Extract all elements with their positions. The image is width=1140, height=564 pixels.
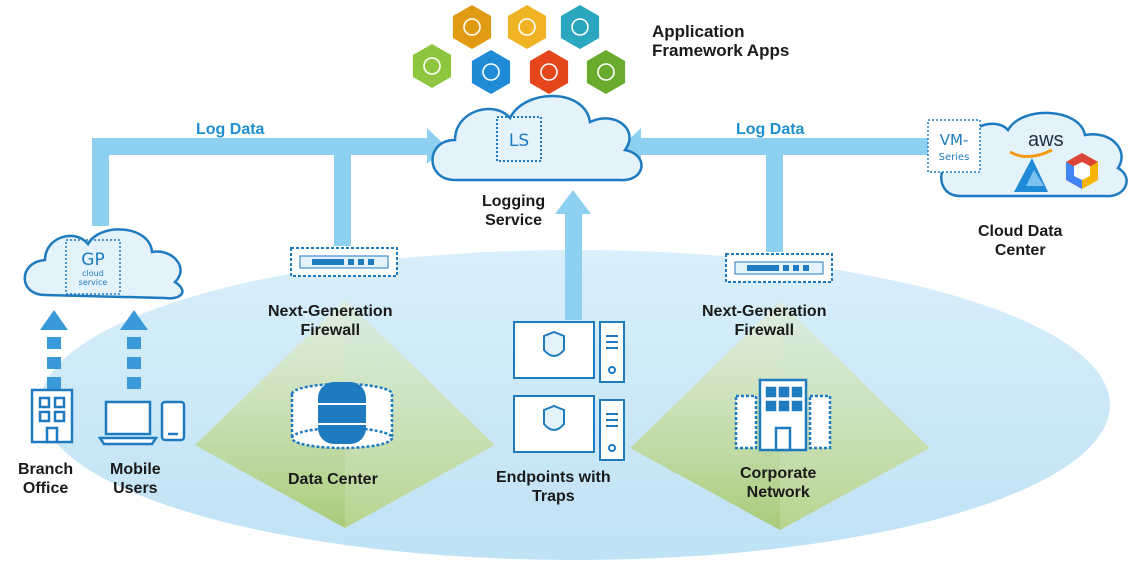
cloud-data-center-label: Cloud Data Center <box>978 222 1062 260</box>
cloud-data-center-line2: Center <box>994 242 1046 259</box>
laptop-icon <box>97 400 159 446</box>
globe-icon <box>507 5 547 49</box>
data-center-pyramid <box>195 300 495 528</box>
app-framework-title-line1: Application <box>652 22 745 41</box>
app-icons <box>412 5 626 94</box>
left-log-bar <box>92 138 427 155</box>
vm-series-text1: VM- <box>940 131 969 149</box>
gp-badge-text: GP <box>81 250 104 270</box>
network-nodes-icon-glyph <box>423 57 441 75</box>
right-firewall-icon <box>725 253 833 283</box>
endpoints-arrowhead <box>555 190 591 214</box>
orbit-icon <box>452 5 492 49</box>
log-data-left-label: Log Data <box>196 121 265 138</box>
google-cloud-icon <box>1066 153 1098 189</box>
mobile-users-line1: Mobile <box>110 461 161 478</box>
vm-series-frame <box>927 119 981 173</box>
corporate-network-line2: Network <box>746 484 810 501</box>
endpoint-computer-icon-top <box>513 321 625 383</box>
analytics-icon-glyph <box>482 63 500 81</box>
endpoints-line1: Endpoints with <box>496 469 611 486</box>
left-firewall-riser <box>334 146 351 246</box>
branch-office-label: Branch Office <box>18 460 73 498</box>
corporate-network-label: Corporate Network <box>740 464 816 502</box>
aws-logo-text: aws <box>1028 129 1064 151</box>
endpoint-computer-icon-bottom <box>513 395 625 461</box>
logging-service-line2: Service <box>485 212 543 229</box>
globe-icon-glyph <box>518 18 536 36</box>
logging-service-cloud <box>431 94 643 182</box>
app-framework-title: Application Framework Apps <box>652 22 789 60</box>
ngfw-right-line1: Next-Generation <box>702 303 827 320</box>
azure-icon-cut <box>1026 170 1044 186</box>
ls-badge-frame <box>496 116 542 162</box>
network-nodes-icon <box>412 44 452 88</box>
document-search-icon-glyph <box>540 63 558 81</box>
app-framework-title-line2: Framework Apps <box>652 41 790 60</box>
gp-cloud <box>23 228 184 300</box>
gp-badge-frame <box>65 239 121 295</box>
ngfw-left-line2: Firewall <box>300 322 361 339</box>
gp-badge-sub2: service <box>79 278 108 287</box>
branch-office-icon <box>30 388 74 444</box>
alert-light-icon <box>586 50 626 94</box>
gp-badge-sub1: cloud <box>82 269 104 278</box>
cloud-link-icon-glyph <box>571 18 589 36</box>
logging-service-label: Logging Service <box>482 192 545 230</box>
corporate-network-line1: Corporate <box>740 465 817 482</box>
alert-light-icon-glyph <box>597 63 615 81</box>
log-data-arrows <box>92 128 931 320</box>
branch-office-line1: Branch <box>18 461 74 478</box>
vm-series-text2: Series <box>939 152 970 163</box>
database-icon <box>290 382 394 450</box>
data-center-label: Data Center <box>288 471 378 488</box>
endpoints-line2: Traps <box>531 488 575 505</box>
ngfw-right-label: Next-Generation Firewall <box>702 302 826 340</box>
analytics-icon <box>471 50 511 94</box>
dashed-arrows <box>40 310 148 389</box>
right-firewall-riser <box>766 146 783 252</box>
document-search-icon <box>529 50 569 94</box>
endpoints-label: Endpoints with Traps <box>496 468 611 506</box>
right-log-bar <box>641 138 931 155</box>
cloud-link-icon <box>560 5 600 49</box>
log-data-right-label: Log Data <box>736 121 805 138</box>
ngfw-left-line1: Next-Generation <box>268 303 393 320</box>
branch-office-line2: Office <box>22 480 69 497</box>
aws-smile-icon <box>1009 148 1053 158</box>
cloud-data-center-line1: Cloud Data <box>978 223 1063 240</box>
ngfw-right-line2: Firewall <box>734 322 795 339</box>
logging-service-line1: Logging <box>482 193 546 210</box>
corporate-network-pyramid <box>630 302 930 530</box>
branch-riser <box>92 138 109 226</box>
mobile-users-line2: Users <box>113 480 158 497</box>
ngfw-left-label: Next-Generation Firewall <box>268 302 392 340</box>
left-firewall-icon <box>290 247 398 277</box>
mobile-users-label: Mobile Users <box>110 460 161 498</box>
ls-badge-text: LS <box>509 131 529 151</box>
endpoints-riser <box>565 214 582 320</box>
left-log-arrowhead <box>427 128 446 164</box>
tablet-icon <box>160 400 186 442</box>
corporate-building-icon <box>734 378 832 452</box>
orbit-icon-glyph <box>463 18 481 36</box>
